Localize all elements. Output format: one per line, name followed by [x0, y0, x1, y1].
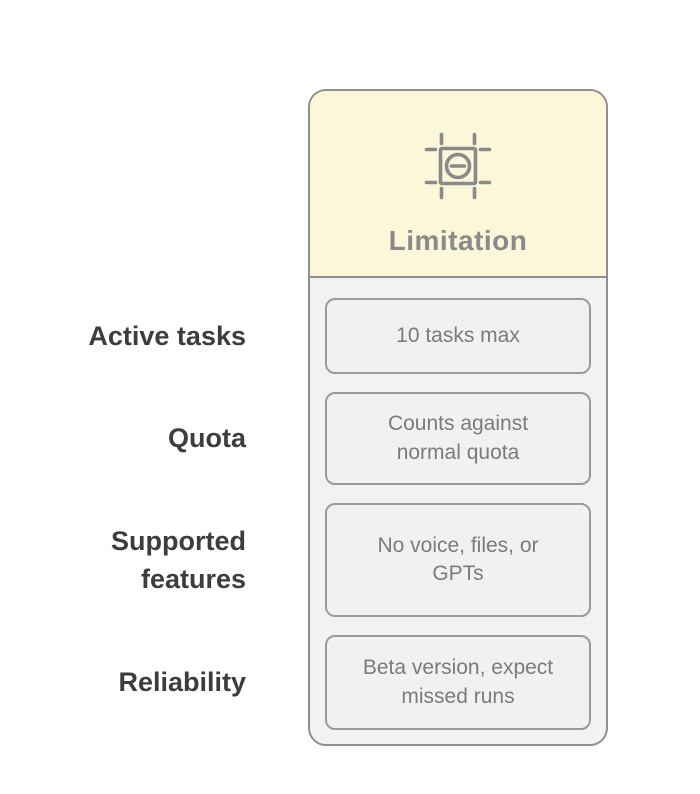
row-label-supported-features: Supported features [111, 526, 246, 594]
value-box-supported-features: No voice, files, or GPTs [325, 503, 591, 617]
value-box-quota: Counts against normal quota [325, 392, 591, 485]
row-label-active-tasks: Active tasks [88, 321, 246, 351]
card-title: Limitation [388, 225, 528, 256]
crop-marks-minus-icon [419, 127, 497, 205]
limitation-card: Limitation 10 tasks max Counts against n… [308, 89, 608, 746]
value-box-active-tasks: 10 tasks max [325, 298, 591, 374]
row-label-reliability: Reliability [118, 667, 246, 697]
value-box-reliability: Beta version, expect missed runs [325, 635, 591, 730]
card-header: Limitation [310, 91, 606, 278]
card-body: 10 tasks max Counts against normal quota… [310, 278, 606, 744]
row-label-quota: Quota [168, 423, 246, 453]
